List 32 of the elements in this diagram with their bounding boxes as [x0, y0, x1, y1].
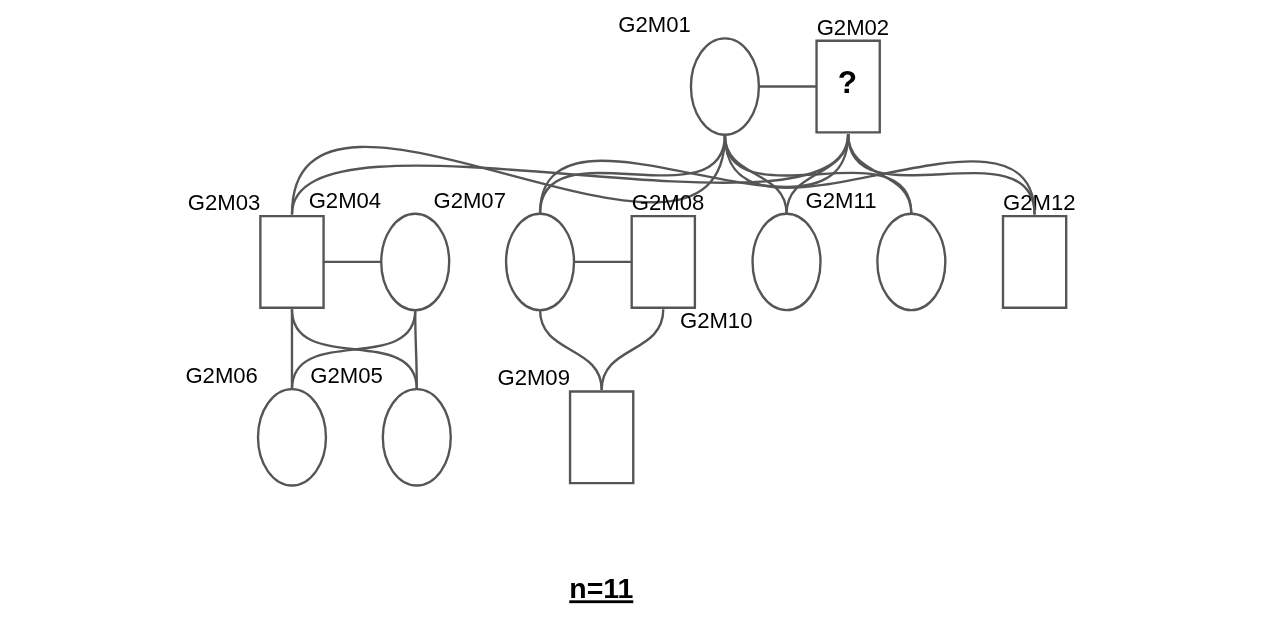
node-box: [1001, 214, 1068, 309]
node-box: ?: [815, 39, 881, 134]
node-label: G2M10: [679, 307, 753, 333]
node-label: G2M02: [816, 14, 890, 40]
node-circle: [256, 387, 328, 487]
node-circle: [751, 212, 822, 312]
node-circle: [381, 387, 452, 487]
node-label: G2M05: [310, 363, 383, 389]
node-box: [630, 214, 697, 309]
connector: [600, 309, 665, 391]
node-box: [568, 390, 635, 485]
node-label: G2M03: [187, 190, 261, 216]
connector: [723, 134, 913, 214]
label: n=11: [569, 572, 634, 605]
connector: [574, 260, 632, 264]
connector: [538, 309, 603, 391]
connector: [723, 134, 1036, 215]
node-label: G2M01: [618, 12, 691, 38]
node-label: G2M06: [185, 363, 258, 389]
connector: [323, 260, 382, 264]
node-label: G2M11: [805, 187, 877, 213]
node-circle: [876, 212, 947, 312]
node-circle: [380, 212, 451, 312]
node-circle: [689, 37, 761, 136]
node-circle: [504, 212, 576, 312]
node-label: G2M09: [497, 365, 570, 391]
node-label: G2M04: [308, 187, 382, 213]
connector: [847, 133, 1036, 215]
node-label: G2M07: [433, 187, 506, 213]
connector: [758, 85, 817, 88]
node-box: [259, 214, 325, 309]
connector: [846, 133, 913, 214]
